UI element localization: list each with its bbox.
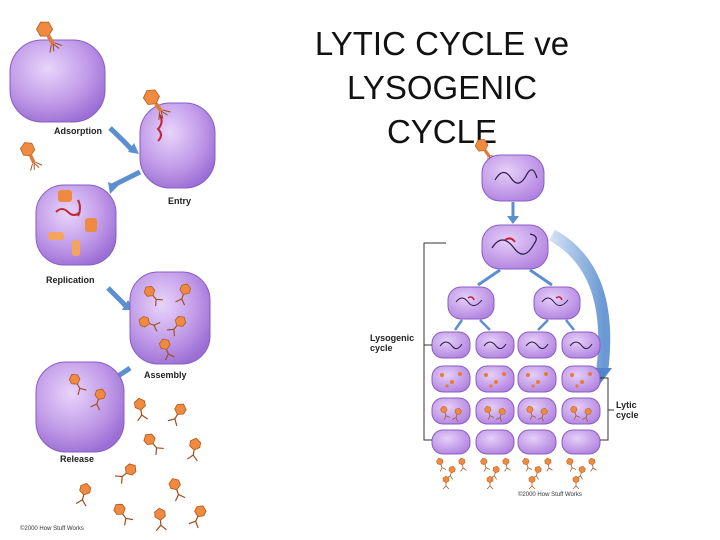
cell-daughter-left	[448, 287, 494, 319]
lysogenic-row	[432, 332, 600, 358]
lytic-bracket	[600, 378, 608, 440]
label-adsorption: Adsorption	[54, 126, 102, 136]
assembly-row	[432, 398, 600, 424]
arrow-adsorption-entry	[110, 128, 132, 150]
release-row	[432, 430, 600, 489]
cell-integration	[482, 225, 548, 269]
copyright-left: ©2000 How Stuff Works	[20, 525, 84, 532]
label-release: Release	[60, 454, 94, 464]
phage-floating-1	[19, 140, 43, 171]
cell-daughter-right	[534, 287, 580, 319]
replication-row	[432, 366, 600, 392]
label-assembly: Assembly	[144, 370, 187, 380]
label-entry: Entry	[168, 196, 191, 206]
label-lytic-line2: cycle	[616, 410, 639, 420]
lytic-stages-panel: Adsorption Entry Replication	[10, 19, 215, 532]
label-lytic-cycle: Lytic cycle	[616, 400, 639, 420]
cell-entry	[140, 103, 215, 188]
copyright-right: ©2000 How Stuff Works	[518, 491, 582, 498]
cell-release	[36, 362, 124, 452]
cell-infection	[482, 155, 544, 201]
arrow-entry-replication	[112, 172, 140, 186]
label-lysogenic-line1: Lysogenic	[370, 333, 414, 343]
label-lysogenic-line2: cycle	[370, 343, 393, 353]
label-replication: Replication	[46, 275, 95, 285]
label-lytic-line1: Lytic	[616, 400, 637, 410]
cycle-comparison-panel: Lysogenic cycle Lytic cycle ©2000 How St…	[370, 137, 639, 498]
cell-adsorption	[10, 40, 105, 122]
label-lysogenic-cycle: Lysogenic cycle	[370, 333, 417, 353]
arrow-replication-assembly	[108, 288, 126, 306]
